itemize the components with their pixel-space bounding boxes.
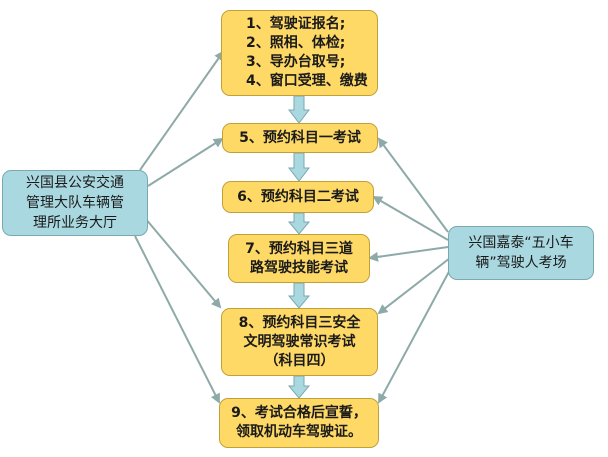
step-8-line-3: （科目四）	[264, 352, 335, 369]
step-1-line-1: 1、驾驶证报名;	[246, 16, 346, 32]
step-6-line-1: 6、预约科目二考试	[237, 188, 359, 205]
down-arrow-4	[287, 282, 311, 309]
step-7-line-2: 路驾驶技能考试	[250, 259, 348, 276]
step-9-line-2: 领取机动车驾驶证。	[236, 424, 362, 440]
down-arrow-1	[287, 95, 311, 124]
arrow-right-to-s9	[378, 265, 453, 404]
right-node-exam-site: 兴国嘉泰“五小车 辆”驾驶人考场	[448, 226, 594, 280]
arrow-left-to-s5	[147, 137, 224, 187]
arrow-right-to-s6	[372, 195, 449, 241]
left-node-line-3: 理所业务大厅	[33, 215, 117, 231]
left-node-line-1: 兴国县公安交通	[26, 175, 124, 191]
step-5-box: 5、预约科目一考试	[222, 123, 378, 153]
right-node-line-1: 兴国嘉泰“五小车	[468, 235, 574, 251]
arrow-right-to-s7	[368, 246, 449, 262]
step-1-box: 1、驾驶证报名; 2、照相、体检; 3、导办台取号; 4、窗口受理、缴费	[221, 10, 378, 96]
arrow-right-to-s5	[377, 137, 449, 233]
down-arrow-3	[287, 212, 311, 235]
step-1-line-4: 4、窗口受理、缴费	[246, 73, 368, 89]
step-8-line-2: 文明驾驶常识考试	[243, 333, 356, 350]
step-8-box: 8、预约科目三安全 文明驾驶常识考试 （科目四）	[221, 308, 378, 376]
step-6-box: 6、预约科目二考试	[222, 181, 374, 213]
step-1-line-3: 3、导办台取号;	[246, 54, 346, 70]
step-7-box: 7、预约科目三道 路驾驶技能考试	[228, 234, 370, 283]
step-9-line-1: 9、考试合格后宣誓，	[231, 405, 367, 421]
arrow-left-to-s9	[134, 235, 220, 404]
arrow-left-to-s1	[139, 50, 225, 171]
arrow-left-to-s8	[144, 217, 222, 309]
left-node-line-2: 管理大队车辆管	[26, 195, 124, 211]
down-arrow-2	[287, 152, 311, 182]
left-node-dmv-hall: 兴国县公安交通 管理大队车辆管 理所业务大厅	[2, 170, 148, 236]
step-1-line-2: 2、照相、体检;	[246, 35, 346, 51]
step-7-line-1: 7、预约科目三道	[245, 240, 353, 257]
step-5-line-1: 5、预约科目一考试	[239, 129, 361, 146]
down-arrow-5	[287, 375, 311, 399]
right-node-line-2: 辆”驾驶人考场	[475, 255, 567, 271]
step-8-line-1: 8、预约科目三安全	[238, 314, 361, 331]
step-9-box: 9、考试合格后宣誓， 领取机动车驾驶证。	[219, 398, 379, 448]
arrow-right-to-s8	[377, 257, 451, 315]
